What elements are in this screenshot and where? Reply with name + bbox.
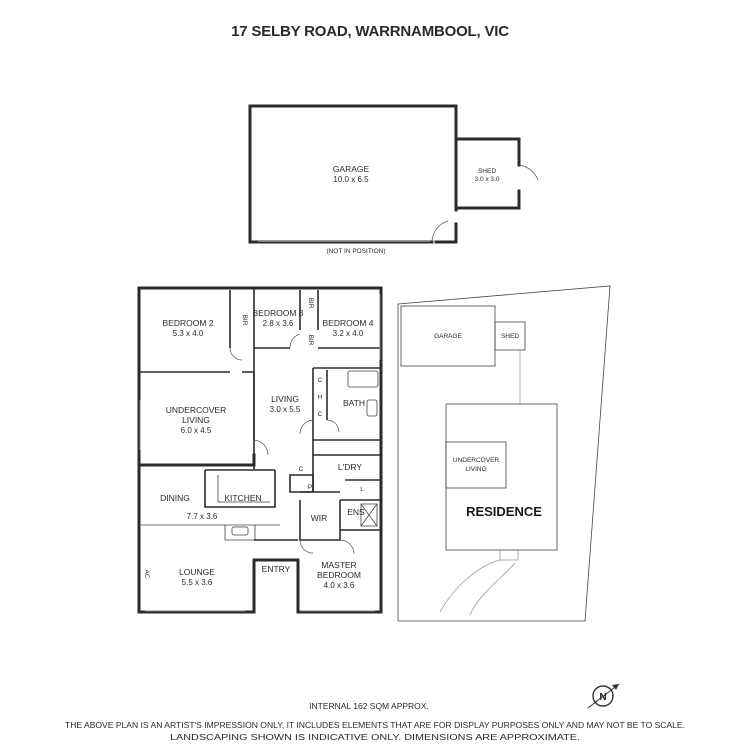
kitchen-label: KITCHEN [224, 493, 261, 503]
bir-label-3: BIR [307, 335, 314, 346]
master-label-1: MASTER [321, 560, 356, 570]
bedroom4-label: BEDROOM 4 [322, 318, 373, 328]
entry-label: ENTRY [262, 564, 291, 574]
compass-north-letter: N [599, 692, 606, 703]
cupboard-label-2: C [318, 411, 323, 418]
laundry-label: L'DRY [338, 462, 362, 472]
site-undercover-label-1: UNDERCOVER [453, 457, 500, 464]
garage-label: GARAGE [333, 164, 370, 174]
site-residence-label: RESIDENCE [466, 504, 542, 519]
pantry-label: P [308, 484, 312, 491]
area-note: INTERNAL 162 SQM APPROX. [309, 701, 429, 711]
undercover-dims: 6.0 x 4.5 [181, 426, 212, 435]
bath-label: BATH [343, 398, 365, 408]
bedroom2-dims: 5.3 x 4.0 [173, 329, 204, 338]
cupboard-label-1: C [318, 377, 323, 384]
bedroom4-dims: 3.2 x 4.0 [333, 329, 364, 338]
living-label: LIVING [271, 394, 299, 404]
compass-icon: N [587, 683, 620, 709]
bedroom3-label: BEDROOM 3 [252, 308, 303, 318]
wir-label: WIR [311, 513, 328, 523]
lounge-dims: 5.5 x 3.6 [182, 578, 213, 587]
site-shed-label: SHED [501, 333, 519, 340]
lounge-label: LOUNGE [179, 567, 215, 577]
dining-label: DINING [160, 493, 190, 503]
undercover-label-2: LIVING [182, 415, 210, 425]
living-dims: 3.0 x 5.5 [270, 405, 301, 414]
site-plan [397, 285, 611, 622]
bir-label-1: BIR [241, 315, 248, 326]
linen-label: L [360, 486, 364, 493]
undercover-label-1: UNDERCOVER [166, 405, 226, 415]
ac-label: AC [143, 569, 150, 578]
master-dims: 4.0 x 3.6 [324, 581, 355, 590]
shed-dims: 3.0 x 3.0 [475, 176, 500, 183]
shed-label: SHED [478, 168, 496, 175]
bedroom3-dims: 2.8 x 3.6 [263, 319, 294, 328]
bir-label-2: BIR [307, 298, 314, 309]
garage-dims: 10.0 x 6.5 [333, 175, 369, 184]
page-title: 17 SELBY ROAD, WARRNAMBOOL, VIC [231, 23, 509, 40]
not-in-position-note: (NOT IN POSITION) [326, 248, 385, 255]
ensuite-label: ENS [347, 507, 365, 517]
site-undercover-label-2: LIVING [465, 466, 486, 473]
disclaimer-line-2: LANDSCAPING SHOWN IS INDICATIVE ONLY. DI… [170, 733, 580, 742]
disclaimer-line-1: THE ABOVE PLAN IS AN ARTIST'S IMPRESSION… [65, 721, 685, 730]
garage-block: GARAGE 10.0 x 6.5 SHED 3.0 x 3.0 (NOT IN… [248, 104, 539, 255]
heater-label: H [318, 394, 323, 401]
bedroom2-label: BEDROOM 2 [162, 318, 213, 328]
master-label-2: BEDROOM [317, 570, 361, 580]
site-garage-label: GARAGE [434, 333, 462, 340]
dining-kitchen-dims: 7.7 x 3.6 [187, 512, 218, 521]
main-house-plan [137, 286, 383, 614]
cupboard-label-3: C [299, 466, 304, 473]
